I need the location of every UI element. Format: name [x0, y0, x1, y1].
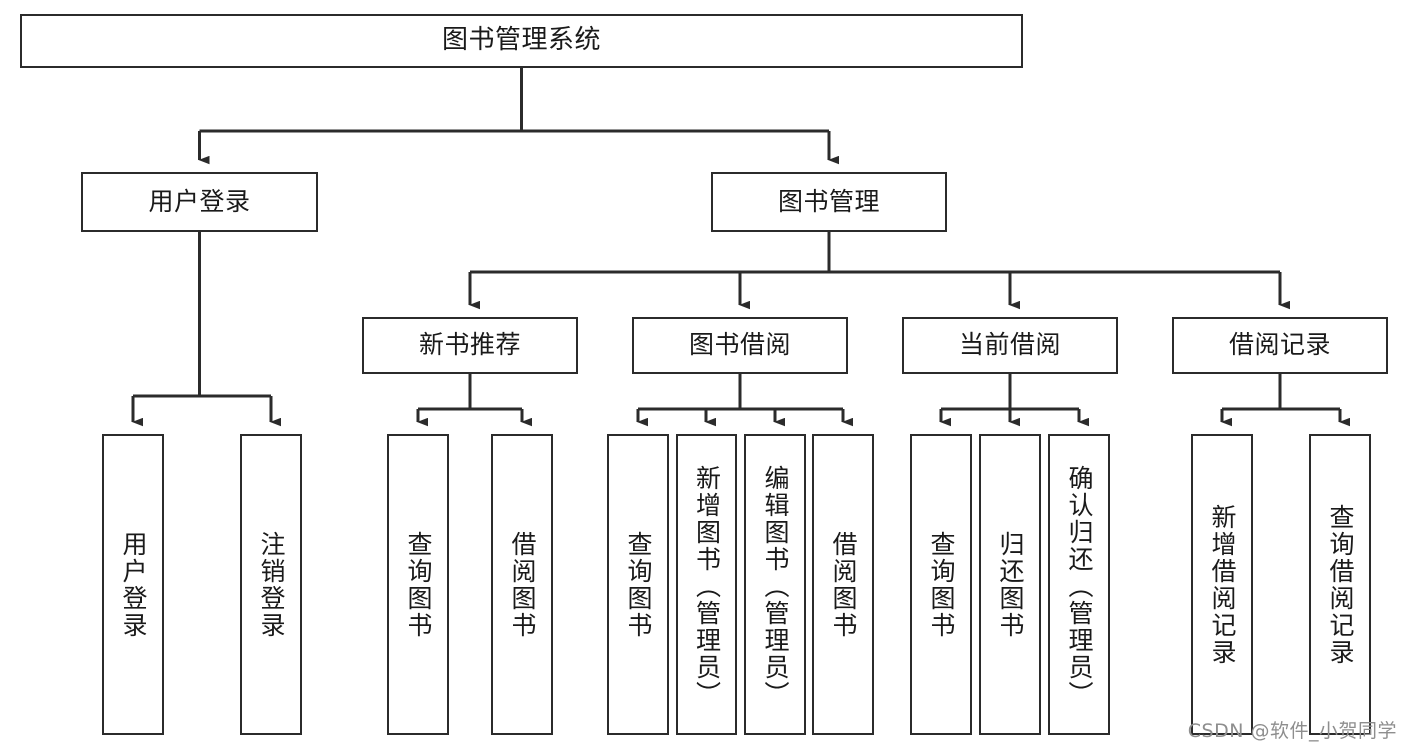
node-label: 当前借阅 — [958, 330, 1061, 360]
node-label: 查询借阅记录 — [1326, 503, 1355, 666]
node-user-login[interactable]: 用户登录 — [81, 172, 318, 232]
node-leaf-query-book-current[interactable]: 查询图书 — [910, 434, 972, 735]
node-leaf-confirm-return-admin[interactable]: 确认归还（管理员） — [1048, 434, 1110, 735]
node-leaf-add-borrow-record[interactable]: 新增借阅记录 — [1191, 434, 1253, 735]
node-label: 编辑图书（管理员） — [761, 465, 790, 708]
node-leaf-return-book[interactable]: 归还图书 — [979, 434, 1041, 735]
node-label: 借阅图书 — [829, 530, 858, 639]
node-leaf-query-book-borrow[interactable]: 查询图书 — [607, 434, 669, 735]
node-label: 新增图书（管理员） — [692, 465, 722, 708]
node-label: 查询图书 — [624, 530, 653, 639]
node-label: 图书管理系统 — [441, 25, 601, 56]
node-book-borrow[interactable]: 图书借阅 — [632, 317, 848, 374]
node-label: 用户登录 — [119, 530, 148, 639]
node-label: 图书管理 — [777, 186, 880, 216]
node-leaf-user-login[interactable]: 用户登录 — [102, 434, 164, 735]
node-label: 注销登录 — [257, 530, 286, 639]
node-leaf-borrow-book-borrow[interactable]: 借阅图书 — [812, 434, 874, 735]
node-label: 图书借阅 — [688, 330, 791, 360]
node-borrow-record[interactable]: 借阅记录 — [1172, 317, 1388, 374]
node-leaf-borrow-book-recommend[interactable]: 借阅图书 — [491, 434, 553, 735]
node-label: 新书推荐 — [418, 330, 521, 360]
node-leaf-query-book-recommend[interactable]: 查询图书 — [387, 434, 449, 735]
node-label: 查询图书 — [927, 530, 956, 639]
node-label: 借阅图书 — [508, 530, 537, 639]
node-leaf-logout-login[interactable]: 注销登录 — [240, 434, 302, 735]
node-current-borrow[interactable]: 当前借阅 — [902, 317, 1118, 374]
node-book-management[interactable]: 图书管理 — [711, 172, 947, 232]
node-label: 确认归还（管理员） — [1065, 465, 1094, 708]
node-label: 用户登录 — [148, 186, 251, 216]
node-label: 新增借阅记录 — [1208, 503, 1237, 666]
node-new-book-recommend[interactable]: 新书推荐 — [362, 317, 578, 374]
node-leaf-query-borrow-record[interactable]: 查询借阅记录 — [1309, 434, 1371, 735]
node-label: 借阅记录 — [1228, 330, 1331, 360]
watermark-text: CSDN @软件_小贺同学 — [1187, 720, 1397, 742]
node-label: 查询图书 — [404, 530, 433, 639]
node-leaf-edit-book-admin[interactable]: 编辑图书（管理员） — [744, 434, 806, 735]
node-leaf-add-book-admin[interactable]: 新增图书（管理员） — [676, 434, 737, 735]
node-root-book-management-system[interactable]: 图书管理系统 — [20, 14, 1023, 68]
node-label: 归还图书 — [996, 530, 1025, 639]
